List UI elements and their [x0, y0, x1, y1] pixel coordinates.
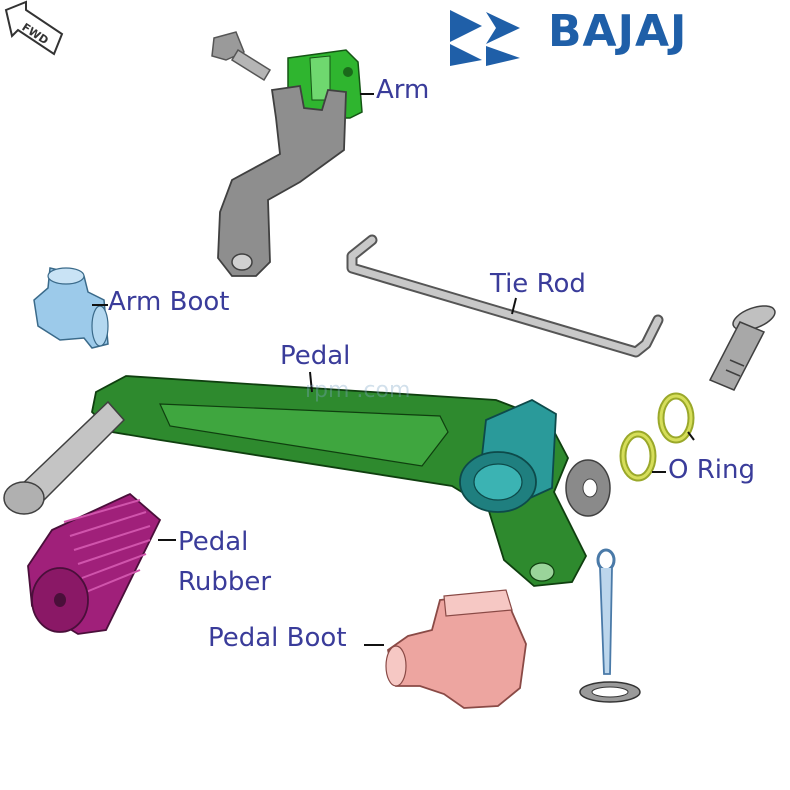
- label-arm: Arm: [376, 75, 430, 105]
- pedal-part: [3, 375, 588, 587]
- label-pedal: Pedal: [280, 341, 351, 371]
- label-tie-rod: Tie Rod: [490, 269, 586, 299]
- label-pedal-boot: Pedal Boot: [208, 623, 347, 653]
- bottom-washer-part: [579, 681, 641, 703]
- bajaj-logo-icon: [450, 10, 520, 66]
- pedal-boot-part: [385, 589, 527, 709]
- arm-bolt: [211, 31, 272, 82]
- pivot-bolt: [708, 305, 776, 391]
- tie-rod-part: [346, 234, 664, 358]
- watermark-text: rpm .com: [305, 378, 411, 403]
- label-arm-boot: Arm Boot: [108, 287, 230, 317]
- pedal-leader-line: [309, 371, 313, 393]
- arm-part: [217, 49, 363, 277]
- arm-boot-part: [33, 267, 109, 349]
- label-pedal-rubber-line2: Rubber: [178, 567, 272, 597]
- split-pin-part: [596, 548, 616, 675]
- o-ring-part: [619, 392, 695, 482]
- label-o-ring: O Ring: [668, 455, 756, 485]
- pedal-rubber-part: [27, 492, 162, 635]
- washer-part: [565, 459, 611, 517]
- tie-rod-leader-line: [511, 297, 517, 315]
- o-ring-leader-line-2: [687, 431, 695, 441]
- label-pedal-rubber-line1: Pedal: [178, 527, 249, 557]
- fwd-arrow-icon: FWD: [4, 0, 64, 56]
- brand-name: BAJAJ: [548, 6, 688, 57]
